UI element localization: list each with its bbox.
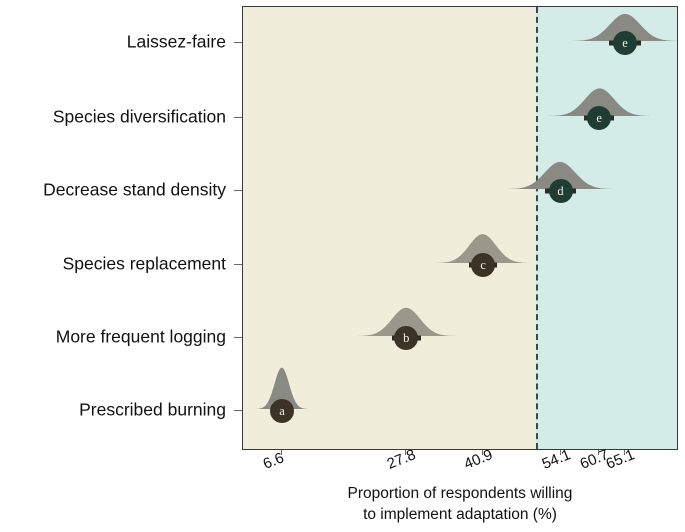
x-axis-title-line-1: Proportion of respondents willing <box>347 485 573 502</box>
band-above-threshold <box>536 7 677 449</box>
group-letter-marker-c-3: c <box>471 253 496 277</box>
y-axis-label-species-replacement: Species replacement <box>62 253 226 274</box>
group-letter-marker-e-1: e <box>587 106 612 130</box>
y-tick-5 <box>234 410 242 411</box>
x-axis-title-line-2: to implement adaptation (%) <box>363 505 557 523</box>
x-tick-5 <box>624 450 625 455</box>
x-tick-label-3: 54.1 <box>539 446 573 473</box>
y-axis-label-prescribed-burning: Prescribed burning <box>79 399 226 420</box>
band-below-threshold <box>243 7 537 449</box>
x-tick-4 <box>598 450 600 455</box>
x-tick-label-1: 27.8 <box>384 446 419 473</box>
y-tick-3 <box>234 264 242 265</box>
group-letter-marker-d-2: d <box>548 179 573 203</box>
group-letter-marker-a-5: a <box>270 399 294 423</box>
x-tick-label-5: 65.1 <box>603 446 638 473</box>
x-tick-0 <box>281 450 282 455</box>
x-tick-1 <box>405 450 407 455</box>
x-tick-2 <box>482 450 484 455</box>
plot-panel: e e d c b a <box>242 6 678 450</box>
y-tick-4 <box>234 337 242 338</box>
x-tick-label-0: 6.6 <box>260 449 287 473</box>
y-axis-label-species-diversification: Species diversification <box>52 106 226 127</box>
y-tick-0 <box>234 42 242 43</box>
y-axis-label-laissez-faire: Laissez-faire <box>126 31 226 52</box>
group-letter-marker-b-4: b <box>394 326 419 350</box>
y-tick-1 <box>234 117 242 118</box>
x-tick-label-2: 40.9 <box>461 446 496 473</box>
y-tick-2 <box>234 190 242 191</box>
group-letter-marker-e-0: e <box>613 31 637 55</box>
y-axis-label-decrease-stand-density: Decrease stand density <box>43 179 226 200</box>
threshold-dashed-line <box>536 7 539 449</box>
y-axis-label-more-frequent-logging: More frequent logging <box>55 326 226 347</box>
x-tick-3 <box>559 450 561 455</box>
x-axis-title: Proportion of respondents willing to imp… <box>242 484 678 526</box>
